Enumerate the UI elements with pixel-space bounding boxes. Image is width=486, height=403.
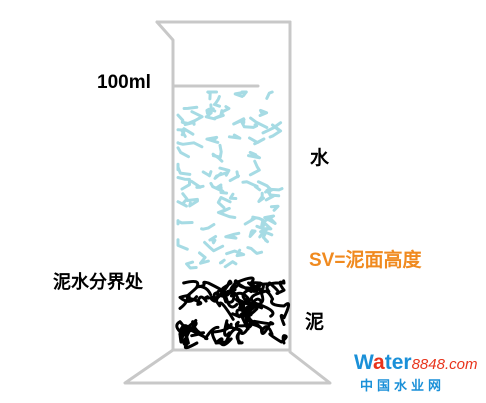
water-squiggle	[200, 223, 216, 231]
water-squiggle	[248, 229, 257, 238]
water-squiggle	[176, 146, 190, 159]
water-squiggle	[176, 176, 191, 191]
mud-scribble	[210, 322, 233, 347]
water-squiggle	[224, 231, 241, 240]
water-squiggle	[198, 251, 210, 265]
water-squiggle	[209, 181, 225, 193]
water-squiggle	[213, 171, 229, 180]
water-squiggle	[247, 150, 261, 160]
water-squiggle	[258, 108, 269, 117]
water-squiggle	[211, 152, 224, 163]
water-squiggle	[243, 216, 257, 226]
mud-scribble	[178, 284, 213, 310]
water-squiggle	[228, 170, 240, 183]
water-squiggle	[269, 204, 280, 212]
mud-scribble	[203, 279, 233, 301]
water-label: 水	[310, 148, 330, 169]
water-squiggle	[213, 109, 225, 120]
water-squiggle	[264, 193, 281, 202]
cylinder-left-wall	[123, 20, 332, 385]
water-squiggle	[249, 116, 269, 129]
water-squiggle	[261, 214, 277, 225]
water-squiggle	[176, 192, 189, 208]
mud-layer	[175, 276, 291, 350]
watermark-brand: Water8848.com	[354, 351, 478, 374]
water-squiggle	[216, 196, 232, 210]
water-squiggle	[220, 105, 231, 114]
mud-scribble	[248, 320, 288, 345]
water-squiggle	[212, 95, 221, 108]
mud-scribble	[259, 279, 286, 295]
watermark-subtitle: 中国水业网	[360, 378, 446, 393]
water-squiggle	[232, 117, 246, 126]
water-squiggle	[176, 219, 194, 226]
mud-scribble	[210, 291, 235, 321]
mud-scribble	[234, 297, 250, 331]
water-squiggle	[258, 226, 271, 239]
sv-definition-label: SV=泥面高度	[309, 250, 422, 271]
water-squiggle	[176, 162, 192, 176]
water-squiggle	[185, 197, 199, 208]
water-squiggle	[241, 180, 262, 192]
water-squiggle	[240, 90, 248, 97]
water-squiggle	[182, 105, 199, 110]
water-squiggle	[208, 235, 218, 245]
water-squiggle	[265, 90, 274, 100]
water-squiggle	[209, 103, 213, 113]
water-layer	[176, 90, 284, 270]
water-squiggle	[204, 111, 217, 121]
water-squiggle	[223, 260, 238, 269]
water-squiggle	[257, 191, 265, 203]
water-squiggle	[246, 246, 264, 255]
water-squiggle	[201, 170, 213, 178]
water-squiggle	[189, 179, 205, 189]
mud-scribble	[182, 279, 239, 309]
boundary-label: 泥水分界处	[53, 272, 143, 292]
mud-scribble	[175, 320, 199, 350]
water-squiggle	[218, 258, 226, 265]
water-squiggle	[225, 248, 246, 258]
water-squiggle	[240, 120, 259, 129]
water-squiggle	[183, 120, 196, 127]
water-squiggle	[248, 159, 261, 177]
water-squiggle	[185, 260, 198, 270]
water-squiggle	[176, 128, 187, 137]
water-squiggle	[261, 230, 274, 244]
water-squiggle	[227, 133, 242, 140]
water-squiggle	[256, 180, 273, 194]
water-squiggle	[248, 136, 266, 146]
volume-label: 100ml	[97, 72, 151, 93]
watermark-logo: Water8848.com 中国水业网	[354, 352, 482, 398]
water-squiggle	[176, 141, 204, 149]
water-squiggle	[216, 206, 237, 219]
water-squiggle	[206, 90, 218, 101]
water-squiggle	[176, 113, 190, 125]
water-squiggle	[261, 121, 283, 135]
mud-label: 泥	[305, 312, 325, 333]
water-squiggle	[228, 192, 238, 200]
water-squiggle	[205, 135, 220, 144]
water-squiggle	[176, 238, 189, 251]
water-squiggle	[203, 240, 225, 253]
mud-scribble	[235, 297, 264, 317]
mud-scribble	[225, 276, 265, 297]
